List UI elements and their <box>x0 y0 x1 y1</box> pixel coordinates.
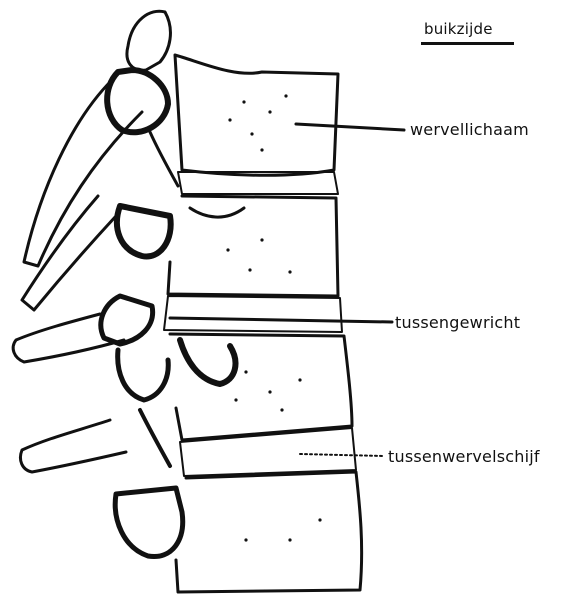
disc-3 <box>180 428 356 476</box>
label-tussenwervelschijf: tussenwervelschijf <box>388 447 540 466</box>
label-wervellichaam: wervellichaam <box>410 120 529 139</box>
leader-tussenwervelschijf <box>300 454 384 456</box>
title-underline <box>421 42 514 45</box>
vertebra-2 <box>22 196 338 310</box>
leader-wervellichaam <box>296 124 404 130</box>
vertebra-4 <box>20 410 361 592</box>
disc-2 <box>164 296 342 332</box>
leader-tussengewricht <box>170 318 392 322</box>
diagram-title: buikzijde <box>424 20 493 38</box>
label-tussengewricht: tussengewricht <box>395 313 520 332</box>
